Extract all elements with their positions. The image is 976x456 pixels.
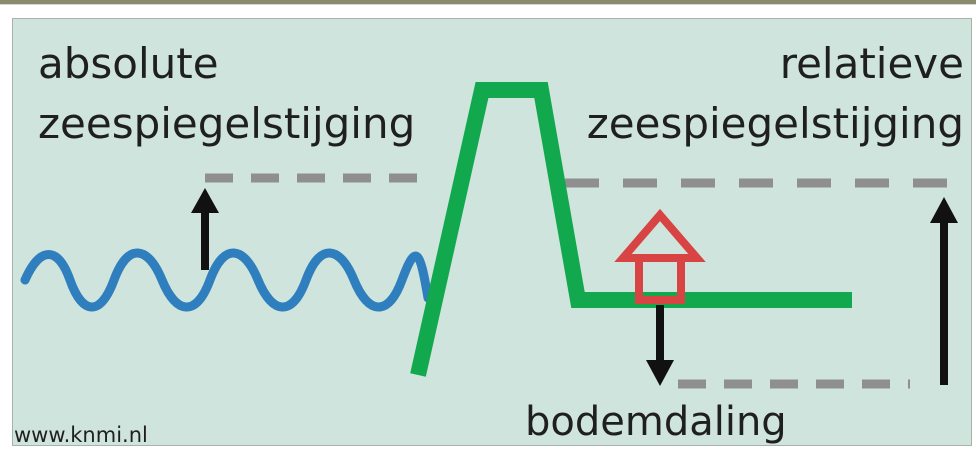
relative-title-line-2: zeespiegelstijging — [586, 99, 964, 148]
top-border — [0, 0, 976, 4]
house-roof-icon — [614, 208, 706, 262]
arrow-down-icon — [646, 360, 674, 386]
water-level-lines — [205, 173, 955, 389]
house-body-icon — [635, 254, 685, 304]
absolute-title-line-2: zeespiegelstijging — [38, 99, 416, 148]
subsidence-label: bodemdaling — [525, 399, 787, 445]
source-link-text: www.knmi.nl — [14, 423, 148, 447]
wave-icon — [20, 248, 433, 312]
arrows — [191, 188, 958, 386]
water-wave-icon — [20, 248, 433, 312]
top-border-highlight — [0, 4, 976, 5]
house-icon — [614, 208, 706, 304]
absolute-title-line-1: absolute — [38, 39, 219, 88]
arrow-up-icon — [930, 197, 958, 223]
arrow-up-icon — [191, 188, 219, 213]
relative-title-line-1: relatieve — [779, 39, 964, 88]
